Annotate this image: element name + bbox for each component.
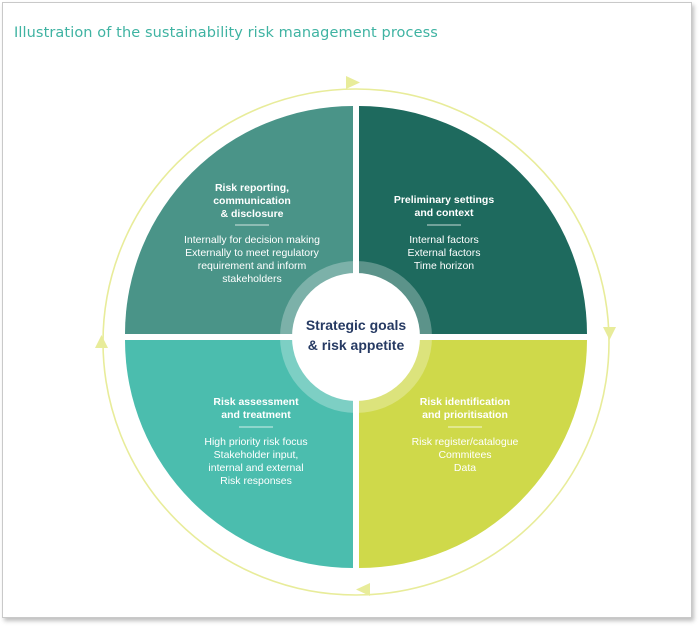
heading-line: and treatment — [221, 409, 291, 421]
heading-line: Preliminary settings — [394, 194, 495, 206]
heading-line: Risk assessment — [213, 396, 299, 408]
heading-line: Risk identification — [420, 396, 510, 408]
arrow-right-icon — [603, 327, 616, 340]
heading-line: Risk reporting, — [215, 182, 289, 194]
item-text: Internally for decision making — [184, 234, 320, 246]
item-text: Time horizon — [414, 260, 474, 272]
item-text: stakeholders — [222, 273, 282, 285]
item-text: External factors — [408, 247, 481, 259]
center-label-line2: & risk appetite — [308, 337, 405, 353]
text-risk-identification: Risk identification and prioritisation R… — [412, 396, 519, 474]
item-text: Risk register/catalogue — [412, 436, 519, 448]
text-preliminary-settings: Preliminary settings and context Interna… — [394, 194, 495, 272]
figure-title: Illustration of the sustainability risk … — [14, 25, 438, 41]
heading-line: & disclosure — [220, 208, 283, 220]
item-text: Externally to meet regulatory — [185, 247, 319, 259]
quadrant-risk-identification — [359, 340, 587, 568]
item-text: requirement and inform — [198, 260, 307, 272]
arrow-left-icon — [95, 335, 108, 348]
center-circle — [292, 273, 420, 401]
heading-line: and prioritisation — [422, 409, 508, 421]
heading-line: and context — [415, 207, 474, 219]
arrow-bottom-icon — [356, 583, 370, 596]
arrow-top-icon — [346, 76, 360, 89]
item-text: High priority risk focus — [204, 436, 307, 448]
item-text: internal and external — [208, 462, 303, 474]
item-text: Stakeholder input, — [214, 449, 299, 461]
item-text: Commitees — [438, 449, 491, 461]
item-text: Data — [454, 462, 476, 474]
text-risk-assessment: Risk assessment and treatment High prior… — [204, 396, 307, 487]
quadrant-risk-assessment — [125, 340, 353, 568]
quadrant-risk-reporting — [125, 106, 353, 334]
heading-line: communication — [213, 195, 291, 207]
item-text: Risk responses — [220, 475, 292, 487]
item-text: Internal factors — [409, 234, 478, 246]
center-label-line1: Strategic goals — [306, 317, 407, 333]
quadrant-preliminary-settings — [359, 106, 587, 334]
text-risk-reporting: Risk reporting, communication & disclosu… — [184, 182, 320, 285]
